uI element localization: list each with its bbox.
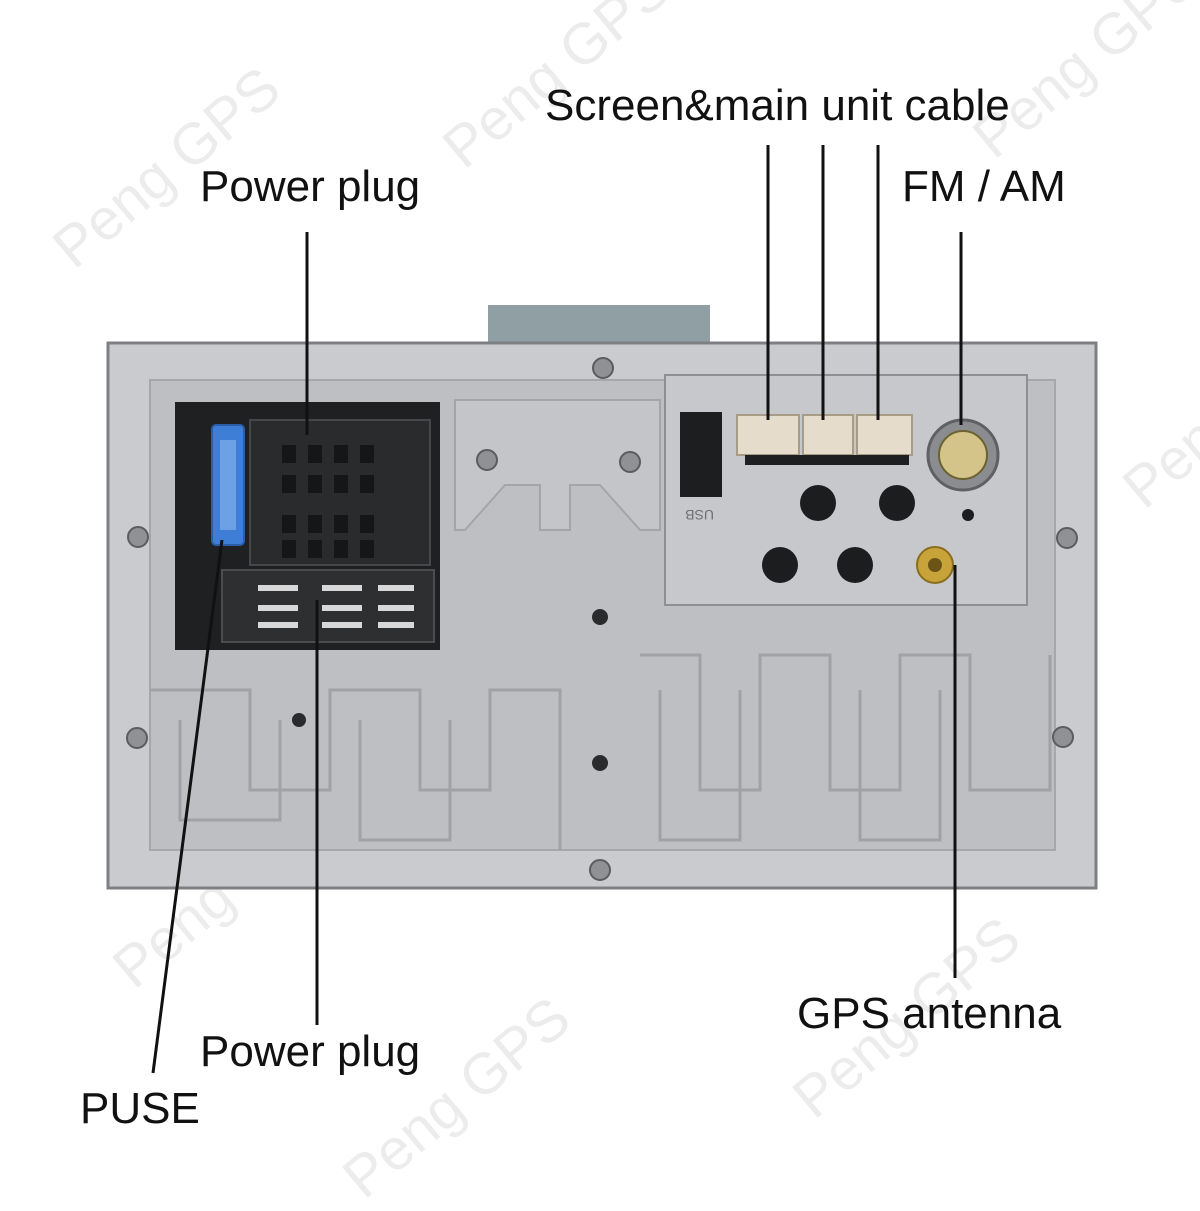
screen-cable-connectors	[736, 414, 913, 465]
port-hole	[800, 485, 836, 521]
heatsink-fins	[150, 653, 1052, 850]
port-hole	[837, 547, 873, 583]
port-hole	[762, 547, 798, 583]
power-plug-top-label: Power plug	[200, 162, 421, 211]
usb-port	[680, 412, 722, 497]
top-tab	[488, 305, 710, 347]
usb-label: USB	[685, 507, 714, 523]
port-hole	[879, 485, 915, 521]
screen-main-unit-cable-label: Screen&main unit cable	[545, 81, 1010, 130]
center-bracket	[454, 399, 661, 531]
fm-am-label: FM / AM	[902, 162, 1066, 211]
power-plug-bottom-label: Power plug	[200, 1027, 421, 1076]
leader-lines	[151, 145, 963, 1074]
gps-antenna-label: GPS antenna	[797, 989, 1062, 1038]
screws	[126, 357, 1078, 881]
puse-label: PUSE	[80, 1084, 200, 1133]
